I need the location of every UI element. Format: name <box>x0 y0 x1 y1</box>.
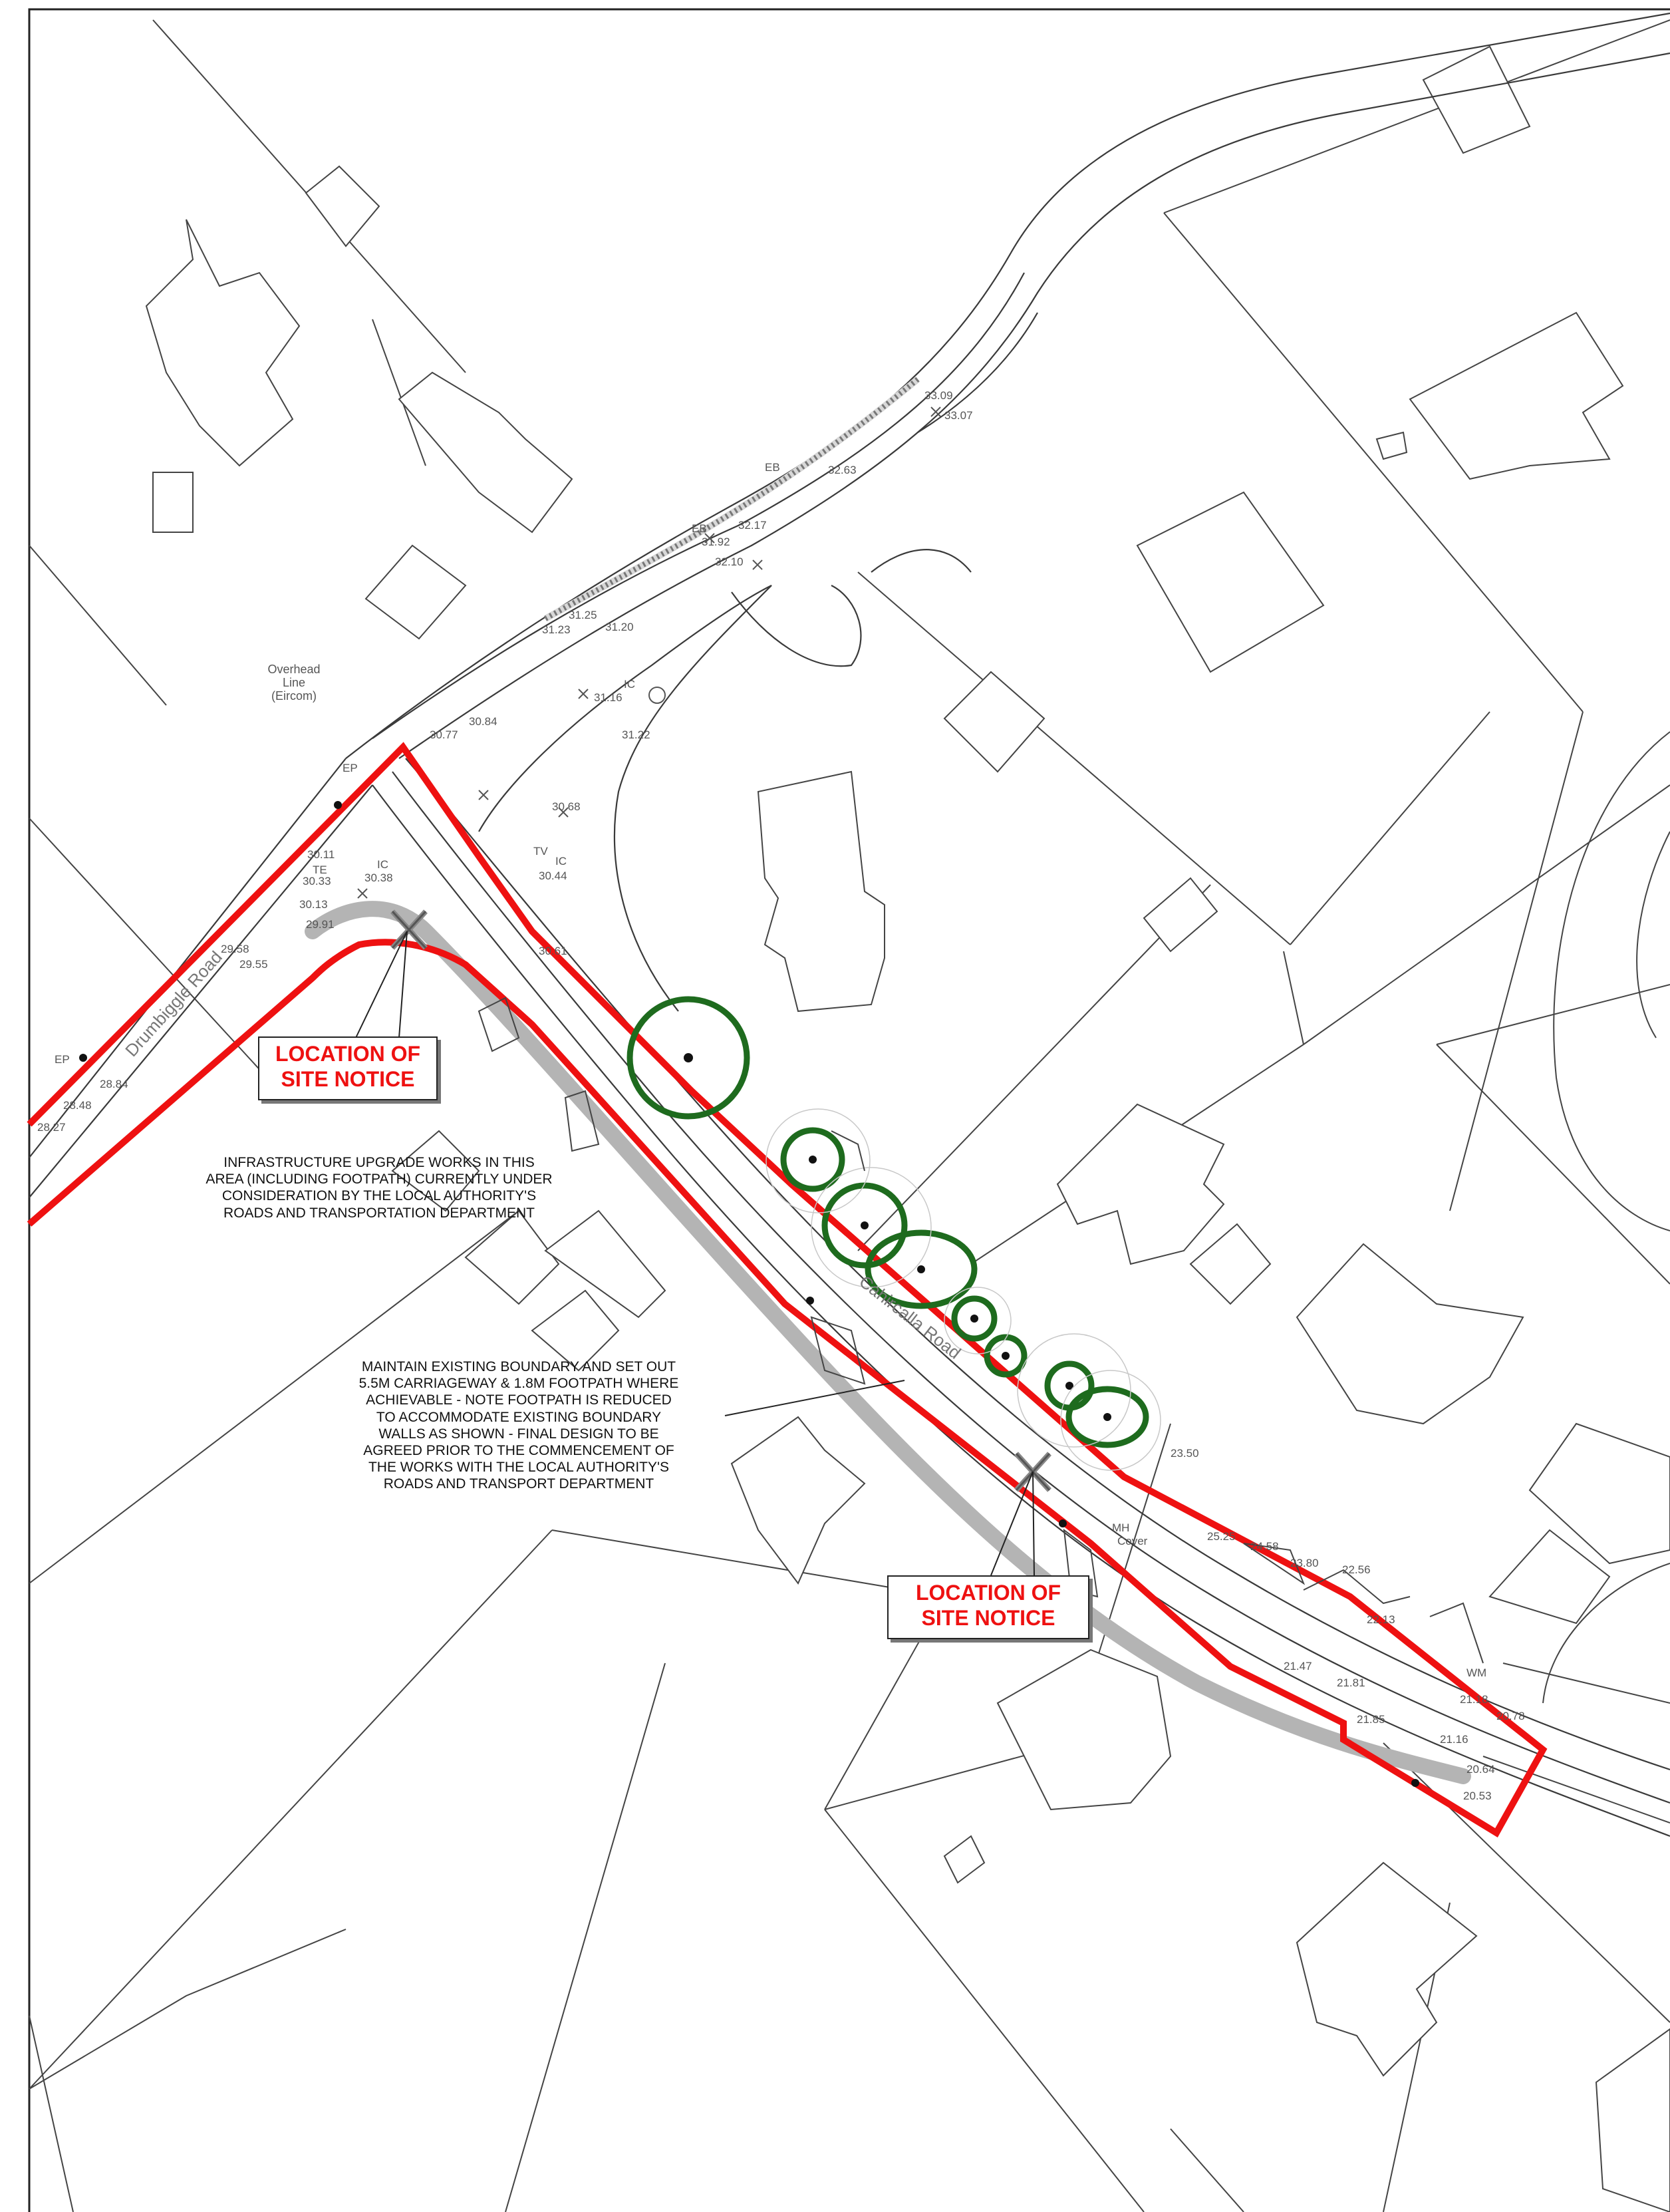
svg-text:28.48: 28.48 <box>63 1099 92 1112</box>
infrastructure-upgrade-note: INFRASTRUCTURE UPGRADE WORKS IN THIS ARE… <box>206 1155 553 1221</box>
svg-text:IC: IC <box>624 678 635 691</box>
svg-text:22.13: 22.13 <box>1367 1613 1395 1626</box>
svg-text:IC: IC <box>377 858 388 871</box>
svg-text:31.20: 31.20 <box>605 621 634 633</box>
cross-marker-icon <box>357 888 368 899</box>
svg-text:EP: EP <box>343 762 358 774</box>
survey-labels: EB EB EP EP IC IC IC TE TV MH Cover WM <box>55 461 1486 1679</box>
trees <box>626 996 1149 1448</box>
svg-text:22.56: 22.56 <box>1342 1563 1371 1576</box>
svg-text:30.11: 30.11 <box>307 848 335 861</box>
svg-text:32.10: 32.10 <box>715 555 744 568</box>
site-notice-markers <box>355 909 1051 1576</box>
cross-marker-icon <box>578 689 589 699</box>
svg-text:WM: WM <box>1466 1666 1486 1679</box>
svg-text:30.33: 30.33 <box>303 875 331 887</box>
tree-icon <box>626 996 750 1120</box>
svg-text:29.91: 29.91 <box>306 918 335 931</box>
tree-icon <box>1065 1386 1149 1448</box>
svg-text:30.77: 30.77 <box>430 728 458 741</box>
svg-text:20.78: 20.78 <box>1496 1710 1525 1722</box>
cross-marker-icon <box>558 807 569 818</box>
svg-text:30.68: 30.68 <box>552 800 581 813</box>
svg-text:29.58: 29.58 <box>221 943 249 955</box>
tree-icon <box>865 1229 978 1309</box>
svg-text:21.47: 21.47 <box>1284 1660 1312 1672</box>
svg-text:21.85: 21.85 <box>1357 1713 1385 1726</box>
boundary-wall-hatch <box>543 377 920 622</box>
svg-text:21.18: 21.18 <box>1460 1693 1488 1706</box>
property-boundaries <box>29 19 1670 2212</box>
svg-text:33.09: 33.09 <box>924 389 953 402</box>
svg-text:EP: EP <box>55 1053 70 1066</box>
svg-text:23.50: 23.50 <box>1171 1447 1199 1460</box>
svg-text:IC: IC <box>555 855 567 868</box>
tree-icon <box>821 1182 908 1269</box>
cross-marker-icon <box>704 533 715 544</box>
svg-text:EB: EB <box>692 522 707 535</box>
tree-icon <box>951 1295 998 1342</box>
svg-text:30.13: 30.13 <box>299 898 328 911</box>
svg-text:TE: TE <box>313 864 327 876</box>
svg-text:20.53: 20.53 <box>1463 1790 1492 1802</box>
cross-marker-icon <box>752 559 763 570</box>
svg-text:TV: TV <box>533 845 548 858</box>
svg-text:32.17: 32.17 <box>738 519 767 532</box>
survey-point-markers <box>357 406 941 899</box>
proposed-footpath <box>305 901 1471 1784</box>
svg-text:(Eircom): (Eircom) <box>271 689 317 703</box>
svg-text:Cover: Cover <box>1117 1535 1148 1547</box>
boundary-design-note: MAINTAIN EXISTING BOUNDARY AND SET OUT 5… <box>358 1359 679 1492</box>
sheet-frame <box>28 8 1670 2212</box>
site-notice-callout-1: LOCATION OF SITE NOTICE <box>258 1036 438 1100</box>
svg-text:30.38: 30.38 <box>364 871 393 884</box>
svg-text:31.25: 31.25 <box>569 609 597 621</box>
svg-text:Overhead: Overhead <box>267 663 320 676</box>
tree-icon <box>780 1127 845 1192</box>
tree-centre-points <box>79 801 1419 1787</box>
site-notice-callout-2: LOCATION OF SITE NOTICE <box>887 1575 1089 1639</box>
svg-text:25.25: 25.25 <box>1207 1530 1236 1543</box>
svg-text:29.55: 29.55 <box>239 958 268 971</box>
svg-text:33.07: 33.07 <box>944 409 973 422</box>
building-footprints <box>145 45 1670 2212</box>
spot-levels: 33.09 33.07 32.63 32.17 31.92 32.10 31.2… <box>37 389 1525 1802</box>
svg-text:20.64: 20.64 <box>1466 1763 1495 1776</box>
svg-text:Line: Line <box>283 676 305 689</box>
svg-text:23.80: 23.80 <box>1290 1557 1319 1569</box>
svg-text:28.27: 28.27 <box>37 1121 66 1134</box>
svg-text:28.84: 28.84 <box>100 1078 128 1090</box>
tree-canopy-rings <box>765 1108 1161 1471</box>
svg-text:30.84: 30.84 <box>469 715 497 728</box>
wall-fragments <box>478 997 1484 1664</box>
svg-text:31.22: 31.22 <box>622 728 650 741</box>
svg-text:31.23: 31.23 <box>542 623 571 636</box>
cross-marker-icon <box>478 790 489 800</box>
svg-text:MH: MH <box>1112 1521 1129 1534</box>
tree-icon <box>984 1334 1028 1378</box>
overhead-line-label: Overhead Line (Eircom) <box>267 663 320 703</box>
svg-text:32.63: 32.63 <box>828 464 857 476</box>
svg-text:21.81: 21.81 <box>1337 1676 1365 1689</box>
svg-text:30.61: 30.61 <box>539 945 567 957</box>
road-name-drumbiggle: Drumbiggle Road <box>121 947 226 1060</box>
cross-marker-icon <box>930 406 941 417</box>
svg-text:21.16: 21.16 <box>1440 1733 1468 1746</box>
svg-text:30.44: 30.44 <box>539 869 567 882</box>
svg-text:EB: EB <box>765 461 780 474</box>
svg-text:31.16: 31.16 <box>594 691 623 704</box>
svg-text:24.58: 24.58 <box>1250 1540 1279 1553</box>
